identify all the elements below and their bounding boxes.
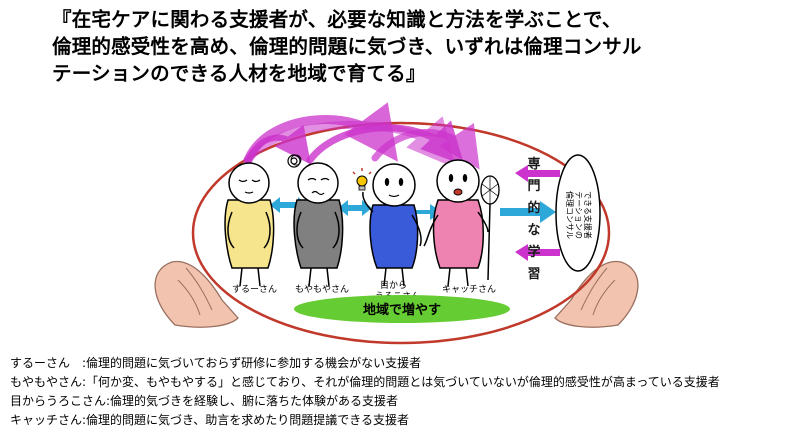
figure-mekarauroko-label-1: 目から <box>380 280 407 291</box>
blue-arrow-3 <box>406 204 442 220</box>
figure-suru-label: するーさん <box>232 284 277 295</box>
legend-item-mekarauroko: 目からうろこさん:倫理的気づきを経験し、腑に落ちた体験がある支援者 <box>10 394 399 408</box>
legend-item-catch: キャッチさん:倫理的問題に気づき、助言を求めたり問題提議できる支援者 <box>10 413 409 427</box>
left-hand-icon <box>154 260 239 328</box>
vlearn-char-5: 学 <box>527 244 540 260</box>
legend-item-suru: するーさん :倫理的問題に気づいておらず研修に参加する機会がない支援者 <box>10 356 422 370</box>
legend: するーさん :倫理的問題に気づいておらず研修に参加する機会がない支援者 もやもや… <box>10 354 720 430</box>
vlearn-char-1: 専 <box>527 156 540 172</box>
legend-item-moyamoya: もやもやさん:「何か変、もやもやする」と感じており、それが倫理的問題とは気づいて… <box>10 375 720 389</box>
slide-title: 『在宅ケアに関わる支援者が、必要な知識と方法を学ぶことで、 倫理的感受性を高め、… <box>52 6 792 87</box>
consult-line-3: 倫理コンサル <box>565 191 575 239</box>
figure-catch <box>423 159 500 287</box>
figure-catch-label: キャッチさん <box>442 284 496 295</box>
consult-line-1: できる支援者 <box>583 191 593 239</box>
vlearn-char-3: 的 <box>527 200 540 216</box>
title-line-2: 倫理的感受性を高め、倫理的問題に気づき、いずれは倫理コンサル <box>52 35 642 58</box>
title-line-3: テーションのできる人材を地域で育てる』 <box>52 62 426 85</box>
blue-arrow-4 <box>500 201 556 223</box>
vlearn-char-6: 習 <box>527 267 540 282</box>
progression-arcs <box>243 102 480 170</box>
regional-increase-label: 地域で増やす <box>363 302 441 318</box>
consultant-bubble: できる支援者 テーションの 倫理コンサル <box>555 154 601 272</box>
figure-moyamoya <box>287 154 344 287</box>
vlearn-char-2: 門 <box>527 179 540 194</box>
learning-arrow-top <box>515 165 560 182</box>
right-hand-icon <box>554 260 639 328</box>
lightbulb-icon <box>352 168 372 191</box>
consult-line-2: テーションの <box>574 191 583 239</box>
vlearn-char-4: な <box>527 223 540 238</box>
community-ellipse <box>191 121 611 345</box>
figure-moyamoya-label: もやもやさん <box>295 284 349 295</box>
butterfly-net-icon <box>480 175 500 281</box>
figure-suru <box>224 162 275 287</box>
confusion-scribble-icon <box>287 154 302 168</box>
learning-arrow-bottom <box>515 244 560 261</box>
figure-mekarauroko <box>352 163 422 287</box>
regional-increase-banner: 地域で増やす <box>294 295 510 323</box>
specialized-learning-text: 専 門 的 な 学 習 <box>527 156 540 282</box>
blue-arrow-2 <box>338 200 372 216</box>
title-line-1: 『在宅ケアに関わる支援者が、必要な知識と方法を学ぶことで、 <box>52 8 622 31</box>
